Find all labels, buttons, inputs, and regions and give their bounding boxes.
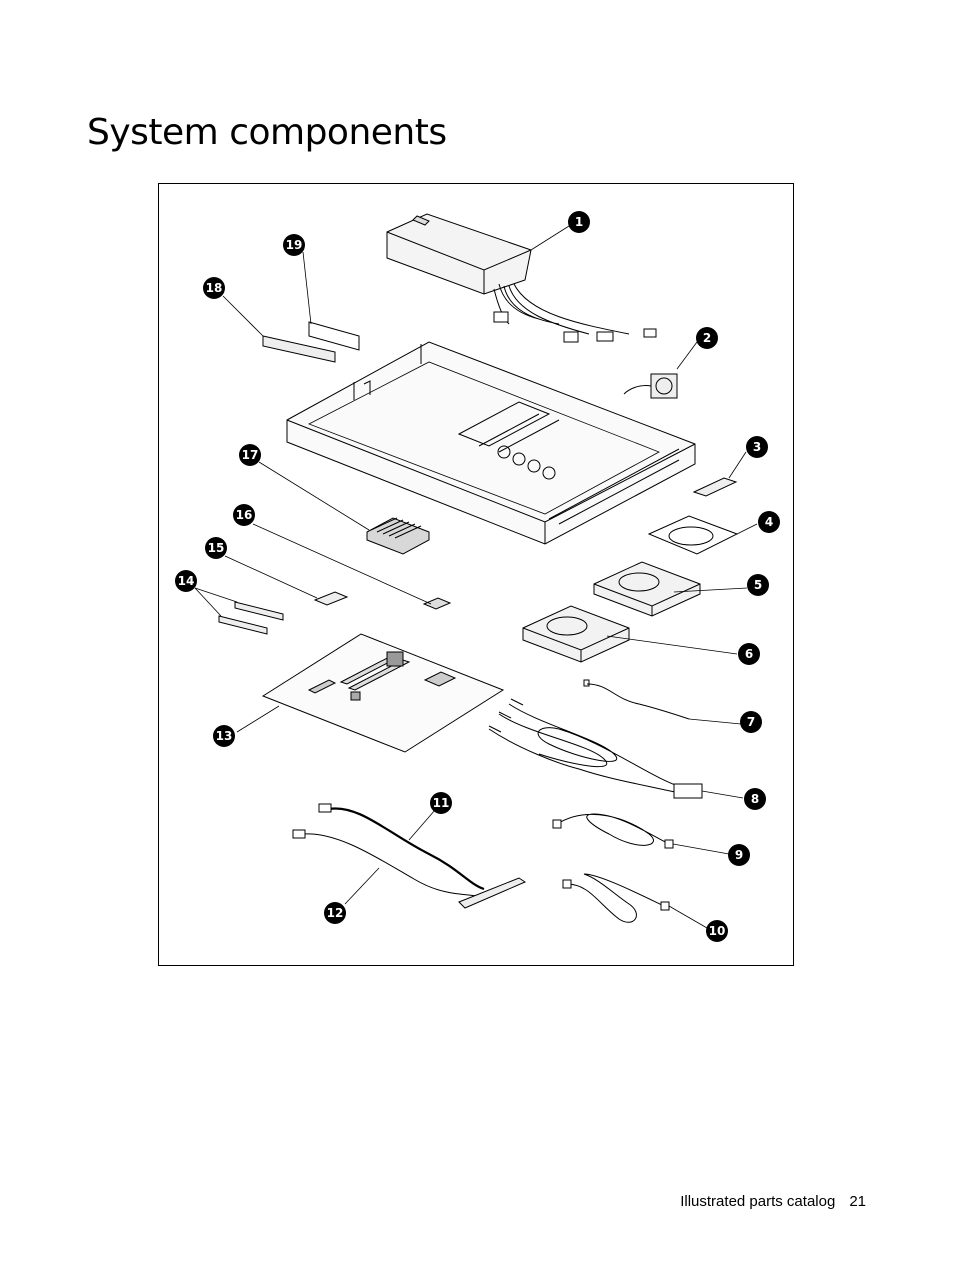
exploded-view-drawing: 1 2 3 4 5 6 7 8 9 10 11 12 13 14 15 16 1… bbox=[175, 211, 780, 942]
svg-text:9: 9 bbox=[735, 848, 743, 862]
power-supply-drawing bbox=[386, 213, 657, 343]
callout-16: 16 bbox=[233, 504, 255, 526]
callout-1: 1 bbox=[568, 211, 590, 233]
footer-section-title: Illustrated parts catalog bbox=[680, 1193, 836, 1210]
svg-text:15: 15 bbox=[208, 541, 225, 555]
page-title: System components bbox=[87, 112, 447, 153]
hard-drive-6-drawing bbox=[522, 605, 630, 663]
cable-7-drawing bbox=[583, 679, 690, 720]
callout-12: 12 bbox=[324, 902, 346, 924]
callout-8: 8 bbox=[744, 788, 766, 810]
processor-drawing bbox=[422, 597, 452, 610]
callout-11: 11 bbox=[430, 792, 452, 814]
exploded-view-figure: 1 2 3 4 5 6 7 8 9 10 11 12 13 14 15 16 1… bbox=[158, 183, 794, 966]
system-board-drawing bbox=[261, 633, 505, 753]
callout-14: 14 bbox=[175, 570, 197, 592]
callout-19: 19 bbox=[283, 234, 305, 256]
callout-15: 15 bbox=[205, 537, 227, 559]
svg-text:6: 6 bbox=[745, 647, 753, 661]
svg-text:18: 18 bbox=[206, 281, 223, 295]
svg-text:3: 3 bbox=[753, 440, 761, 454]
riser-cards-drawing bbox=[262, 321, 360, 363]
svg-text:8: 8 bbox=[751, 792, 759, 806]
svg-text:16: 16 bbox=[236, 508, 253, 522]
callout-9: 9 bbox=[728, 844, 750, 866]
fan-drawing bbox=[623, 373, 678, 399]
heatsink-drawing bbox=[366, 517, 430, 555]
callout-7: 7 bbox=[740, 711, 762, 733]
svg-text:2: 2 bbox=[703, 331, 711, 345]
callout-6: 6 bbox=[738, 643, 760, 665]
drive-bracket-drawing bbox=[647, 515, 739, 555]
sata-cable-9-drawing bbox=[552, 813, 674, 849]
chassis-drawing bbox=[286, 341, 696, 545]
svg-text:10: 10 bbox=[709, 924, 726, 938]
hard-drive-5-drawing bbox=[593, 561, 701, 617]
svg-text:13: 13 bbox=[216, 729, 233, 743]
svg-text:7: 7 bbox=[747, 715, 755, 729]
memory-modules-drawing bbox=[218, 601, 284, 635]
small-board-drawing bbox=[692, 477, 738, 497]
page-footer: Illustrated parts catalog 21 bbox=[680, 1193, 866, 1210]
front-panel-cables-drawing bbox=[292, 803, 527, 909]
svg-text:12: 12 bbox=[327, 906, 344, 920]
svg-text:1: 1 bbox=[575, 215, 583, 229]
callout-2: 2 bbox=[696, 327, 718, 349]
leader-lines bbox=[194, 225, 758, 929]
callout-5: 5 bbox=[747, 574, 769, 596]
page-number: 21 bbox=[849, 1193, 866, 1210]
svg-text:14: 14 bbox=[178, 574, 195, 588]
callout-17: 17 bbox=[239, 444, 261, 466]
sas-cable-drawing bbox=[488, 698, 703, 799]
svg-text:19: 19 bbox=[286, 238, 303, 252]
callout-13: 13 bbox=[213, 725, 235, 747]
sata-cable-10-drawing bbox=[562, 873, 670, 923]
callout-10: 10 bbox=[706, 920, 728, 942]
svg-text:17: 17 bbox=[242, 448, 259, 462]
callout-markers: 1 2 3 4 5 6 7 8 9 10 11 12 13 14 15 16 1… bbox=[175, 211, 780, 942]
svg-text:11: 11 bbox=[433, 796, 450, 810]
component-15-drawing bbox=[313, 591, 349, 606]
callout-3: 3 bbox=[746, 436, 768, 458]
svg-text:4: 4 bbox=[765, 515, 773, 529]
callout-4: 4 bbox=[758, 511, 780, 533]
svg-text:5: 5 bbox=[754, 578, 762, 592]
callout-18: 18 bbox=[203, 277, 225, 299]
